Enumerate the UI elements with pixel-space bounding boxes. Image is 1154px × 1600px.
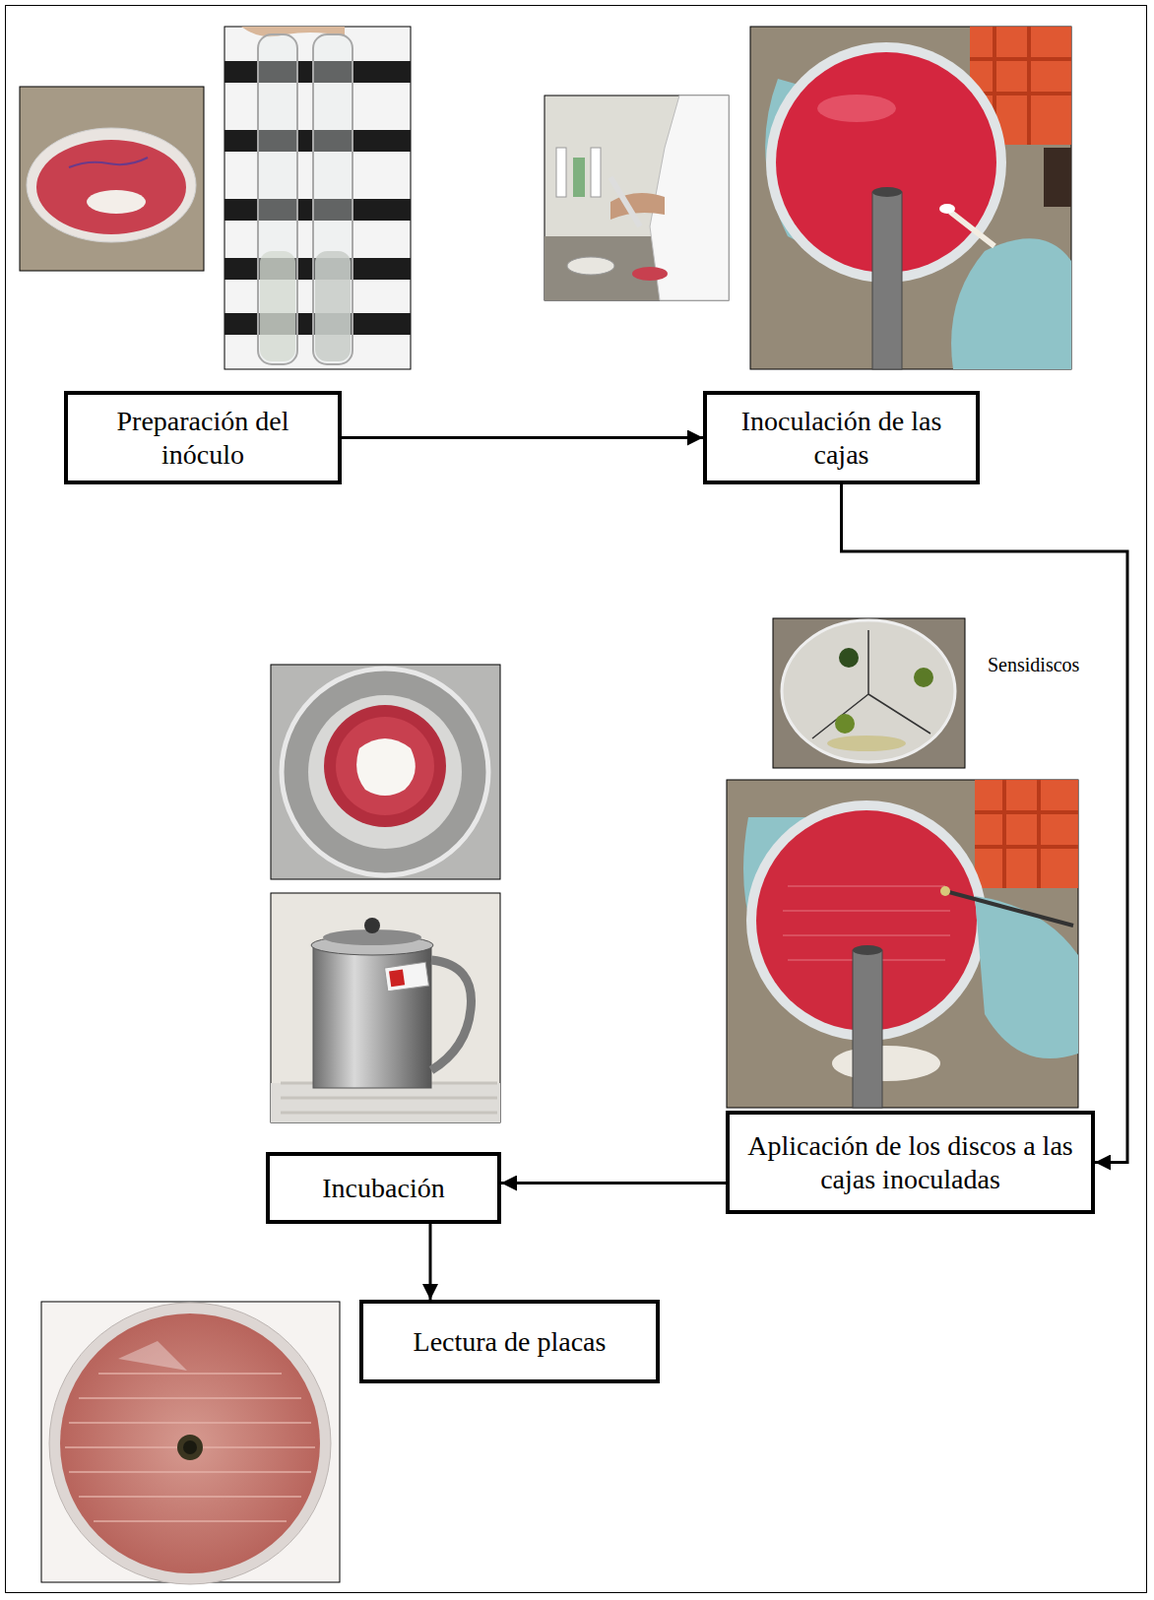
swab-inoculation-photo-part (951, 238, 1072, 370)
flow-arrow (341, 436, 704, 440)
disc-application-photo-part (832, 1045, 941, 1082)
lab-photo-part (590, 147, 601, 197)
candle-jar-photo-part (270, 1083, 501, 1123)
discs-photo-part (772, 618, 965, 769)
step-label: Preparación del inóculo (77, 404, 328, 471)
discs-photo-part (812, 630, 931, 739)
discs-photo-part (913, 667, 934, 688)
discs-photo-part (838, 647, 859, 668)
candle-jar-photo-part (388, 968, 405, 987)
lab-photo (544, 95, 729, 301)
discs-photo-part (834, 713, 855, 734)
petri-dish-photo-part (86, 190, 146, 214)
plate-in-jar-photo-part (323, 705, 447, 828)
swab-inoculation-photo-part (872, 192, 902, 370)
step-label: Lectura de placas (413, 1325, 607, 1359)
step-box: Incubación (265, 1152, 502, 1224)
step-box: Aplicación de los discos a las cajas ino… (725, 1110, 1095, 1215)
photo-caption: Sensidiscos (987, 653, 1080, 677)
disc-application-photo-part (974, 779, 1079, 889)
result-plate-photo-part (60, 1313, 321, 1574)
result-plate-photo-part (49, 1302, 331, 1585)
candle-jar-photo-part (364, 917, 381, 934)
petri-dish-photo (19, 86, 204, 271)
lab-photo-part (544, 95, 729, 301)
flow-arrow (501, 1181, 726, 1185)
result-plate-photo-part (177, 1434, 203, 1461)
candle-jar-photo (270, 893, 501, 1123)
lab-photo-part (610, 192, 665, 220)
swab-inoculation-photo-part (1043, 147, 1072, 207)
step-box: Inoculación de las cajas (703, 390, 980, 485)
plate-in-jar-photo (270, 664, 501, 880)
swab-inoculation-photo-part (872, 187, 902, 197)
result-plate-photo-part (183, 1440, 197, 1455)
step-label: Aplicación de los discos a las cajas ino… (739, 1129, 1082, 1196)
petri-dish-photo-part (36, 139, 187, 235)
disc-application-photo-part (940, 886, 951, 897)
disc-application-photo-part (974, 896, 1079, 1059)
swab-inoculation-photo-part (950, 211, 995, 247)
swab-inoculation-photo-part (939, 203, 956, 214)
petri-dish-photo-part (68, 157, 148, 168)
petri-dish-photo-part (26, 128, 196, 243)
tubes-photo-part (313, 34, 353, 365)
plate-in-jar-photo-part (308, 695, 462, 849)
tubes-photo-part (224, 26, 411, 370)
plate-in-jar-photo-part (335, 716, 435, 816)
lab-photo-part (573, 157, 585, 197)
lab-photo-part (567, 256, 615, 275)
candle-jar-photo-part (270, 893, 501, 1123)
petri-dish-photo-part (19, 86, 204, 271)
flow-arrow (429, 1223, 433, 1300)
flow-arrow (841, 484, 1129, 1163)
disc-application-photo-part (974, 779, 1079, 889)
swab-inoculation-photo (750, 26, 1072, 370)
plate-in-jar-photo-part (356, 738, 416, 796)
result-plate-photo-part (118, 1341, 188, 1371)
discs-photo-part (781, 620, 956, 763)
tubes-photo-part (259, 251, 296, 362)
disc-application-photo-part (945, 891, 1074, 926)
step-label: Inoculación de las cajas (716, 404, 966, 471)
lab-photo-part (556, 147, 567, 197)
tubes-photo-part (257, 34, 298, 365)
candle-jar-photo-part (431, 960, 472, 1071)
candle-jar-photo-part (313, 945, 432, 1089)
swab-inoculation-photo-part (817, 94, 897, 123)
step-box: Preparación del inóculo (64, 390, 342, 485)
lab-photo-part (610, 177, 641, 227)
discs-photo (772, 618, 965, 769)
swab-inoculation-photo-part (750, 26, 1072, 370)
disc-application-photo-part (726, 779, 1079, 1108)
step-label: Incubación (321, 1171, 445, 1206)
disc-application-photo-part (852, 950, 883, 1108)
disc-application-photo-part (852, 945, 883, 956)
step-box: Lectura de placas (359, 1299, 660, 1384)
discs-photo-part (827, 735, 906, 752)
result-plate-photo-part (64, 1373, 316, 1522)
plate-in-jar-photo-part (270, 664, 501, 880)
lab-photo-part (632, 266, 668, 281)
tubes-photo-part (315, 251, 351, 362)
result-plate-photo-part (41, 1301, 340, 1583)
disc-application-photo-part (782, 886, 951, 961)
plate-in-jar-photo-part (281, 668, 489, 876)
disc-application-photo (726, 779, 1079, 1108)
candle-jar-photo-part (384, 961, 430, 992)
result-plate-photo (41, 1301, 340, 1585)
tubes-photo (224, 26, 411, 370)
